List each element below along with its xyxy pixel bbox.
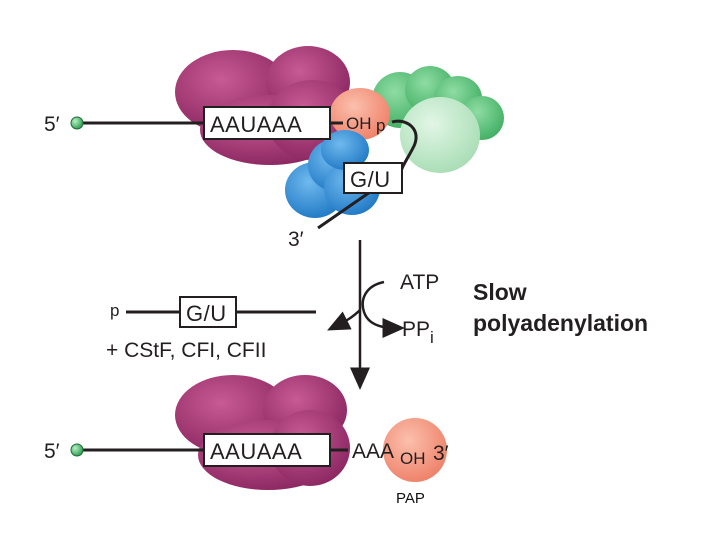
- bottom-complex: 5′ AAUAAA AAA OH 3′ PAP: [44, 375, 449, 507]
- released-factors-label: + CStF, CFI, CFII: [106, 339, 266, 362]
- pap-protein-top: [330, 88, 390, 140]
- aauaaa-box-bottom: [203, 433, 331, 467]
- title-line-2: polyadenylation: [473, 310, 648, 336]
- five-prime-label-bottom: 5′: [44, 440, 60, 463]
- title-line-1: Slow: [473, 279, 527, 305]
- oh-label-bottom: OH: [400, 449, 426, 468]
- five-prime-label-top: 5′: [44, 113, 60, 136]
- aauaaa-label-top: AAUAAA: [210, 112, 302, 137]
- p-label-top: p: [376, 116, 385, 135]
- oh-label-top: OH: [346, 114, 372, 133]
- cpsf-protein-bottom: [175, 375, 350, 490]
- gu-box-top: [343, 162, 403, 194]
- atp-label: ATP: [400, 271, 439, 294]
- ppi-main: PP: [402, 318, 430, 341]
- p-label-mid: p: [110, 301, 119, 320]
- pap-protein-bottom: [383, 418, 447, 482]
- ppi-subscript: i: [430, 328, 434, 347]
- five-prime-bead-top: [70, 116, 84, 130]
- aauaaa-label-bottom: AAUAAA: [210, 439, 302, 464]
- three-prime-label-top: 3′: [288, 228, 304, 251]
- atp-curve-arrow: [361, 280, 405, 338]
- three-prime-label-bottom: 3′: [433, 442, 449, 465]
- pap-label: PAP: [396, 490, 425, 507]
- ppi-label: PPi: [402, 318, 434, 347]
- gu-label-mid: G/U: [186, 301, 227, 326]
- release-arrow: [327, 309, 361, 331]
- poly-a-tail-label: AAA: [352, 440, 394, 463]
- top-cleavage-complex: 5′ AAUAAA OH p G/U 3′: [44, 46, 504, 251]
- five-prime-bead-bottom: [70, 443, 84, 457]
- aauaaa-box-top: [203, 106, 331, 140]
- cf-green-protein-top: [372, 66, 504, 173]
- gu-label-top: G/U: [350, 167, 391, 192]
- middle-reaction: ATP PPi Slow polyadenylation p G/U + CSt…: [106, 240, 648, 390]
